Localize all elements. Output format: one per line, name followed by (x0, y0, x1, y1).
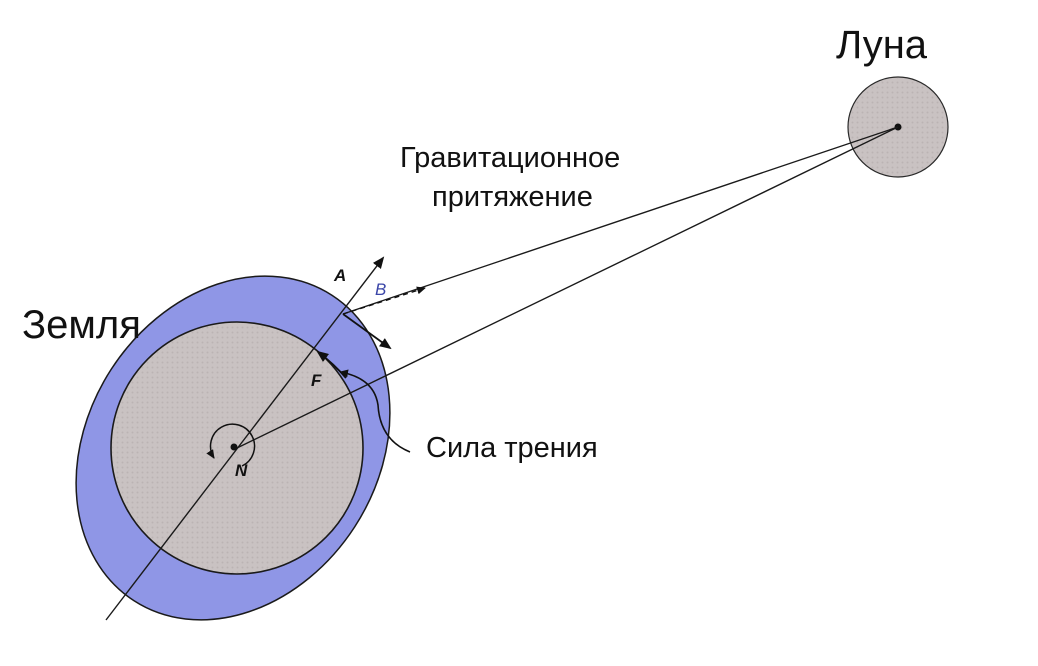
earth-rotation-arrow (206, 423, 256, 467)
gravity-line (342, 126, 899, 315)
tangential-arrow (342, 313, 392, 350)
gravity-label-line2: притяжение (432, 181, 593, 213)
earth-center-dot (230, 443, 238, 451)
moon-label: Луна (836, 23, 928, 67)
point-n-label: N (235, 461, 248, 480)
earth-moon-line (236, 126, 899, 449)
earth-label: Земля (22, 303, 141, 347)
point-f-label: F (311, 371, 322, 390)
point-a-label: A (333, 266, 346, 285)
bulge-axis-line (105, 256, 385, 621)
friction-leader-curve (339, 369, 411, 453)
point-b-label: B (375, 280, 386, 299)
friction-label: Сила трения (426, 432, 598, 464)
gravity-label-line1: Гравитационное (400, 142, 620, 174)
